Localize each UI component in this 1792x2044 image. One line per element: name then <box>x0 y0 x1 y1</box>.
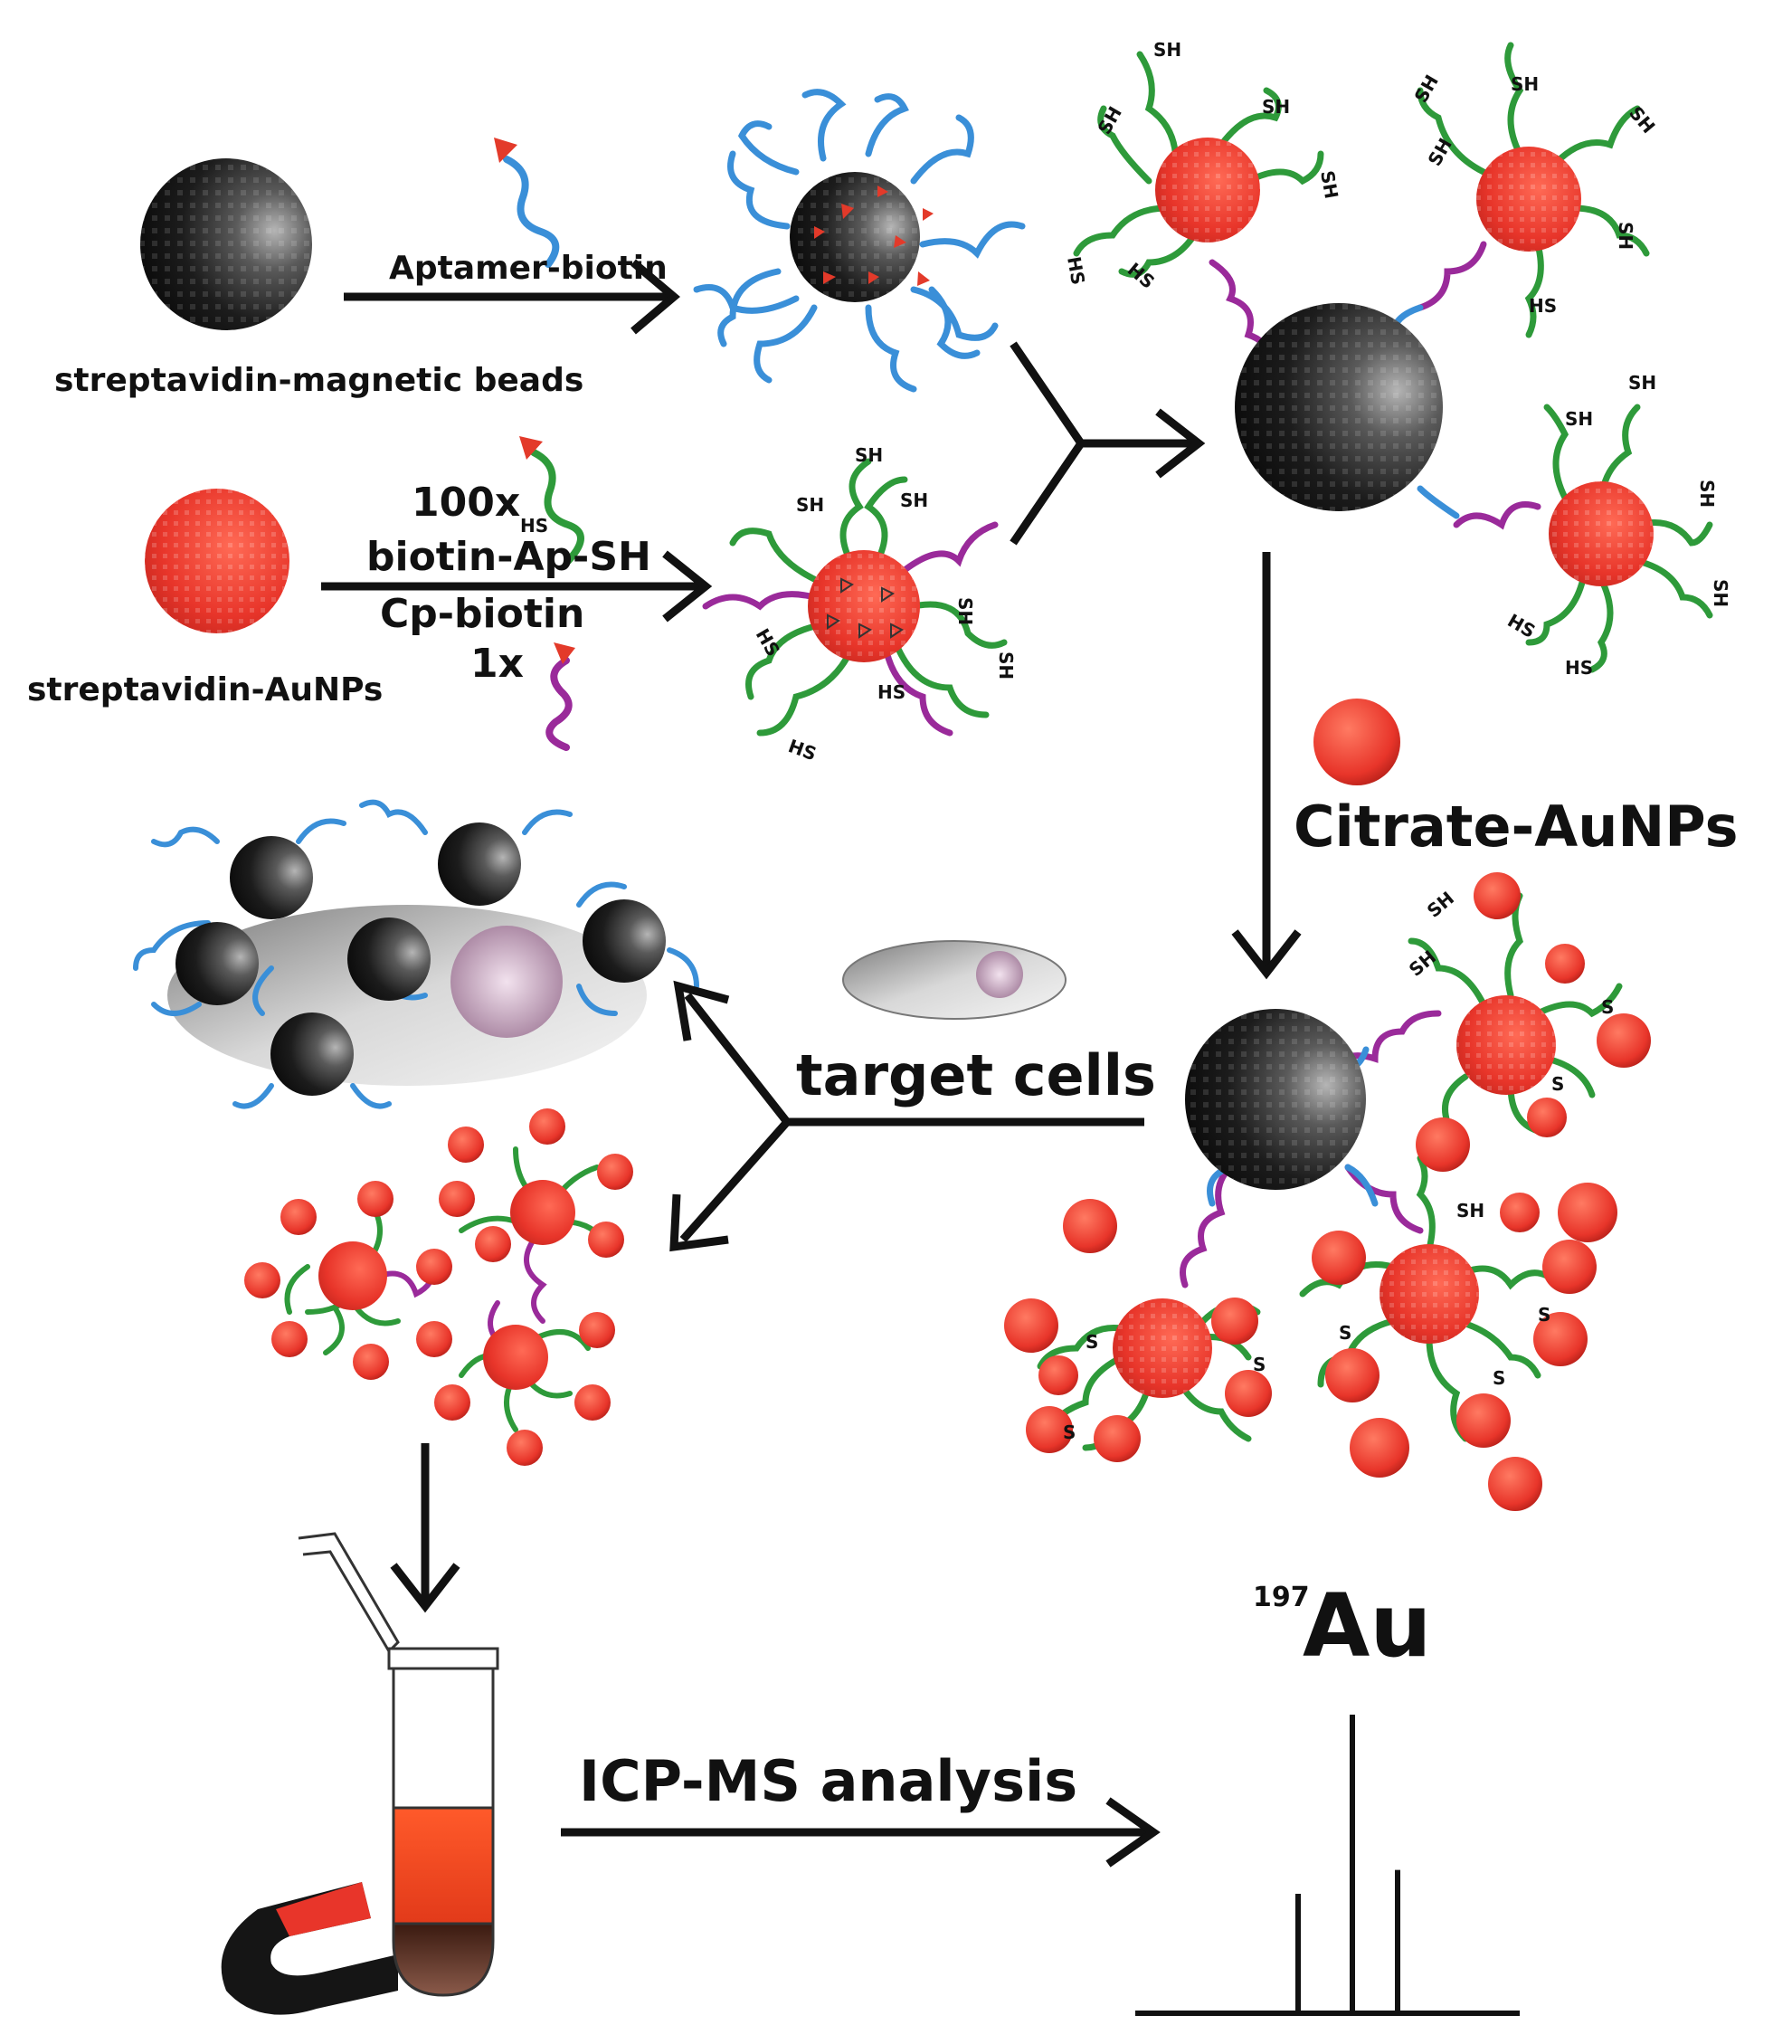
complement-strand-icon <box>545 642 575 751</box>
captured-cell <box>133 799 699 1109</box>
arrow-down-tube <box>390 1443 460 1613</box>
magnetic-bead-plain <box>140 158 312 330</box>
sh-label-12: SH <box>1625 102 1659 138</box>
isotope-element-label: Au <box>1303 1575 1432 1677</box>
citrate-aunp-icon <box>1313 699 1400 785</box>
target-cells-label: target cells <box>796 1042 1156 1108</box>
sh-label-19: SH <box>1423 887 1458 921</box>
sh-label-18: SH <box>1710 579 1731 607</box>
magnet-and-tube <box>221 1532 499 2015</box>
amplified-conjugate <box>1004 872 1651 1511</box>
sh-label-21: SH <box>1456 1200 1484 1222</box>
arrow-merge <box>1010 341 1206 546</box>
s-label-8: S <box>1538 1304 1550 1326</box>
hs-label-4: HS <box>1063 255 1089 287</box>
citrate-aunps-label: Citrate-AuNPs <box>1294 794 1739 860</box>
sh-label-6: SH <box>1153 39 1181 61</box>
s-label-5: S <box>1253 1354 1266 1375</box>
arrow-split-cells <box>669 980 1144 1252</box>
aptamer-biotin-strand <box>494 138 560 268</box>
sh-label-15: SH <box>1628 372 1656 394</box>
cp-biotin-label: Cp-biotin <box>380 591 584 637</box>
s-label-4: S <box>1063 1421 1076 1443</box>
hs-label-6: HS <box>1529 295 1557 317</box>
sh-label-7: SH <box>1262 96 1290 118</box>
arrow-aptamer <box>344 259 680 335</box>
gold-nanoparticle-plain <box>145 489 289 633</box>
s-label-3: S <box>1086 1331 1098 1353</box>
arrow-down-citrate <box>1231 552 1302 980</box>
s-label-6: S <box>1339 1322 1351 1344</box>
icp-ms-spectrum <box>1135 1715 1520 2016</box>
hs-label-1: HS <box>752 625 784 661</box>
icp-ms-label: ICP-MS analysis <box>579 1748 1077 1814</box>
arrow-icp-ms <box>561 1797 1161 1868</box>
biotin-ap-sh-label: biotin-Ap-SH <box>366 534 651 580</box>
thiol-strand-icon <box>519 436 584 565</box>
isotope-mass-label: 197 <box>1253 1582 1310 1613</box>
ratio-1x-label: 1x <box>470 641 524 687</box>
sh-label-10: SH <box>1410 71 1443 107</box>
sh-label-1: SH <box>855 444 883 466</box>
aptamer-biotin-label: Aptamer-biotin <box>389 250 668 287</box>
target-cell-icon <box>842 940 1067 1020</box>
hs-label-3: HS <box>785 735 819 765</box>
sh-label-9: SH <box>1094 103 1126 138</box>
functionalized-aunp <box>702 458 1008 737</box>
hs-label-7: HS <box>1504 610 1540 642</box>
sandwich-conjugate <box>1073 42 1713 673</box>
s-label-1: S <box>1601 996 1614 1018</box>
sh-label-20: SH <box>1405 946 1440 980</box>
ratio-100x-label: 100x <box>412 480 520 526</box>
sh-label-2: SH <box>900 490 928 511</box>
hs-label-8: HS <box>1565 657 1593 679</box>
sh-label-3: SH <box>796 494 824 516</box>
sh-label-16: SH <box>1565 408 1593 430</box>
sh-label-13: SH <box>1424 135 1456 170</box>
sh-label-17: SH <box>1696 480 1718 508</box>
aptamer-coated-bead <box>693 89 1026 393</box>
released-aunp-clusters <box>244 1108 633 1466</box>
hs-label-2: HS <box>877 681 905 703</box>
sh-label-5: SH <box>995 651 1017 680</box>
sh-label-8: SH <box>1316 169 1342 201</box>
magnetic-beads-label: streptavidin-magnetic beads <box>54 362 583 399</box>
sh-label-4: SH <box>954 597 976 625</box>
arrow-functionalize <box>321 550 713 623</box>
aunps-label: streptavidin-AuNPs <box>27 671 383 708</box>
sh-label-14: SH <box>1615 222 1636 250</box>
s-label-2: S <box>1551 1073 1564 1095</box>
s-label-7: S <box>1493 1367 1505 1389</box>
hs-small-label: HS <box>520 515 548 537</box>
sh-label-11: SH <box>1511 73 1539 95</box>
